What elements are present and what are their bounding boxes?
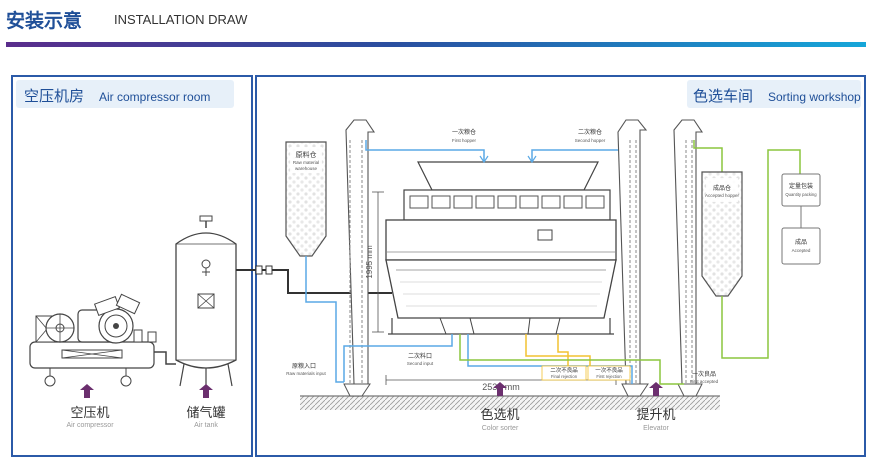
- air-compressor-arrow: [80, 384, 94, 398]
- raw-input-en: Raw materials input: [286, 371, 326, 376]
- air-tank-arrow: [199, 384, 213, 398]
- final-rejection-cn: 二次不良品: [550, 366, 578, 374]
- first-hopper-en: First hopper: [452, 138, 477, 143]
- accepted-elevator: [673, 119, 704, 397]
- left-elevator: [343, 119, 376, 397]
- air-tank-cn: 储气罐: [186, 405, 225, 420]
- second-input-cn: 二次料口: [408, 352, 432, 360]
- raw-material-hopper: [285, 141, 327, 257]
- raw-material-pipe: [305, 256, 344, 383]
- first-hopper-cn: 一次粮仓: [452, 128, 476, 136]
- hopper-to-packing-pipe: [721, 149, 801, 359]
- elevator-en: Elevator: [643, 425, 669, 432]
- raw-wh-cn: 原料仓: [296, 150, 317, 159]
- first-hopper-pipe: [365, 140, 485, 162]
- compressor-room-tab: [16, 80, 234, 108]
- first-rejection-pipe: [525, 334, 591, 370]
- air-compressor-en: Air compressor: [66, 422, 114, 429]
- second-hopper-en: Second hopper: [575, 138, 606, 143]
- elevator-arrow: [649, 382, 663, 396]
- workshop-en: Sorting workshop: [768, 90, 861, 104]
- middle-elevator: [617, 119, 649, 397]
- compressor-to-tank-pipe: [154, 351, 176, 365]
- title-divider: [6, 42, 866, 47]
- air-compressor-cn: 空压机: [70, 405, 109, 420]
- raw-wh-en1: Raw material: [293, 160, 319, 165]
- first-rejection-cn: 一次不良品: [595, 366, 623, 374]
- height-dim-label: 1995 mm: [365, 245, 374, 279]
- first-accepted-cn: 一次良品: [692, 370, 716, 378]
- ground-hatch: [300, 396, 720, 410]
- page-title-en: INSTALLATION DRAW: [114, 12, 248, 27]
- final-rejection-en: Final rejection: [551, 374, 578, 379]
- first-rejection-en: First rejection: [596, 374, 622, 379]
- second-input-en: Second input: [407, 361, 434, 366]
- compressor-room-en: Air compressor room: [99, 90, 210, 104]
- final-rejection-pipe: [557, 334, 569, 368]
- page-title-cn: 安装示意: [6, 10, 83, 32]
- color-sorter-arrow: [493, 382, 507, 396]
- elevator-cn: 提升机: [636, 407, 675, 422]
- accepted-en: Accepted: [792, 248, 811, 253]
- second-hopper-pipe: [531, 140, 631, 162]
- workshop-cn: 色选车间: [693, 88, 753, 105]
- accepted-hopper-cn: 成品仓: [713, 184, 731, 192]
- final-rejection-box: [541, 365, 587, 381]
- quantity-packing-cn: 定量包装: [789, 182, 813, 190]
- air-filter-2: [265, 265, 273, 275]
- second-hopper-cn: 二次粮仓: [578, 128, 602, 136]
- raw-wh-en2: warehouse: [295, 166, 318, 171]
- air-compressor-drawing: [29, 293, 157, 387]
- first-accepted-pipe: [459, 334, 684, 385]
- compressor-room-cn: 空压机房: [24, 88, 84, 105]
- compressor-room-frame: [11, 75, 253, 457]
- raw-to-sorter-pipe: [343, 334, 453, 382]
- color-sorter-en: Color sorter: [482, 425, 519, 432]
- accepted-hopper: [701, 171, 743, 297]
- quantity-packing-box: [781, 173, 821, 207]
- first-rejection-box: [587, 365, 631, 381]
- quantity-packing-en: Quantity packing: [785, 192, 817, 197]
- air-tank-drawing: [175, 215, 237, 387]
- air-filter-1: [255, 265, 263, 275]
- accepted-box: [781, 227, 821, 265]
- first-accepted-en: First accepted: [690, 379, 719, 384]
- accepted-hopper-en: Accepted hopper: [705, 193, 740, 198]
- color-sorter-cn: 色选机: [480, 407, 519, 422]
- to-accepted-hopper-pipe: [693, 140, 723, 172]
- color-sorter-machine: [385, 161, 617, 335]
- accepted-cn: 成品: [795, 238, 807, 246]
- raw-input-cn: 原粮入口: [292, 362, 316, 370]
- workshop-tab: [687, 80, 861, 108]
- air-tank-en: Air tank: [194, 422, 218, 429]
